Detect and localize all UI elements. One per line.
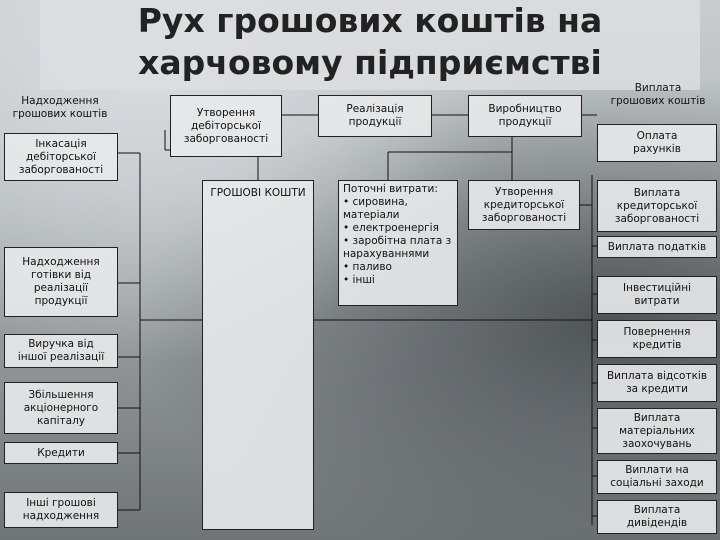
inflows-header: Надходження грошових коштів — [12, 95, 108, 120]
outflow-interest: Виплата відсотків за кредити — [597, 364, 717, 402]
inflow-cash-from-sales: Надходження готівки від реалізації проду… — [4, 247, 118, 317]
inflow-equity-increase: Збільшення акціонерного капіталу — [4, 382, 118, 434]
inflow-credits: Кредити — [4, 442, 118, 464]
cash-funds: ГРОШОВІ КОШТИ — [202, 180, 314, 530]
inflow-receivables-collection: Інкасація дебіторської заборгованості — [4, 133, 118, 181]
product-sales: Реалізація продукції — [318, 95, 432, 137]
inflow-other-sales-revenue: Виручка від іншої реалізації — [4, 334, 118, 368]
outflow-material-incentives: Виплата матеріальних заохочувань — [597, 408, 717, 454]
outflow-investments: Інвестиційні витрати — [597, 276, 717, 314]
outflow-bill-payment: Оплата рахунків — [597, 124, 717, 162]
current-costs: Поточні витрати: • сировина, матеріали •… — [338, 180, 458, 306]
outflow-taxes: Виплата податків — [597, 236, 717, 258]
outflows-header: Виплата грошових коштів — [610, 82, 706, 107]
payables-formation: Утворення кредиторської заборгованості — [468, 180, 580, 230]
outflow-loan-repayment: Повернення кредитів — [597, 320, 717, 358]
product-production: Виробництво продукції — [468, 95, 582, 137]
outflow-dividends: Виплата дивідендів — [597, 500, 717, 534]
outflow-payables-payment: Виплата кредиторської заборгованості — [597, 180, 717, 232]
receivables-formation: Утворення дебіторської заборгованості — [170, 95, 282, 157]
page-title: Рух грошових коштів на харчовому підприє… — [40, 0, 700, 90]
inflow-other: Інші грошові надходження — [4, 492, 118, 528]
outflow-social-events: Виплати на соціальні заходи — [597, 460, 717, 494]
